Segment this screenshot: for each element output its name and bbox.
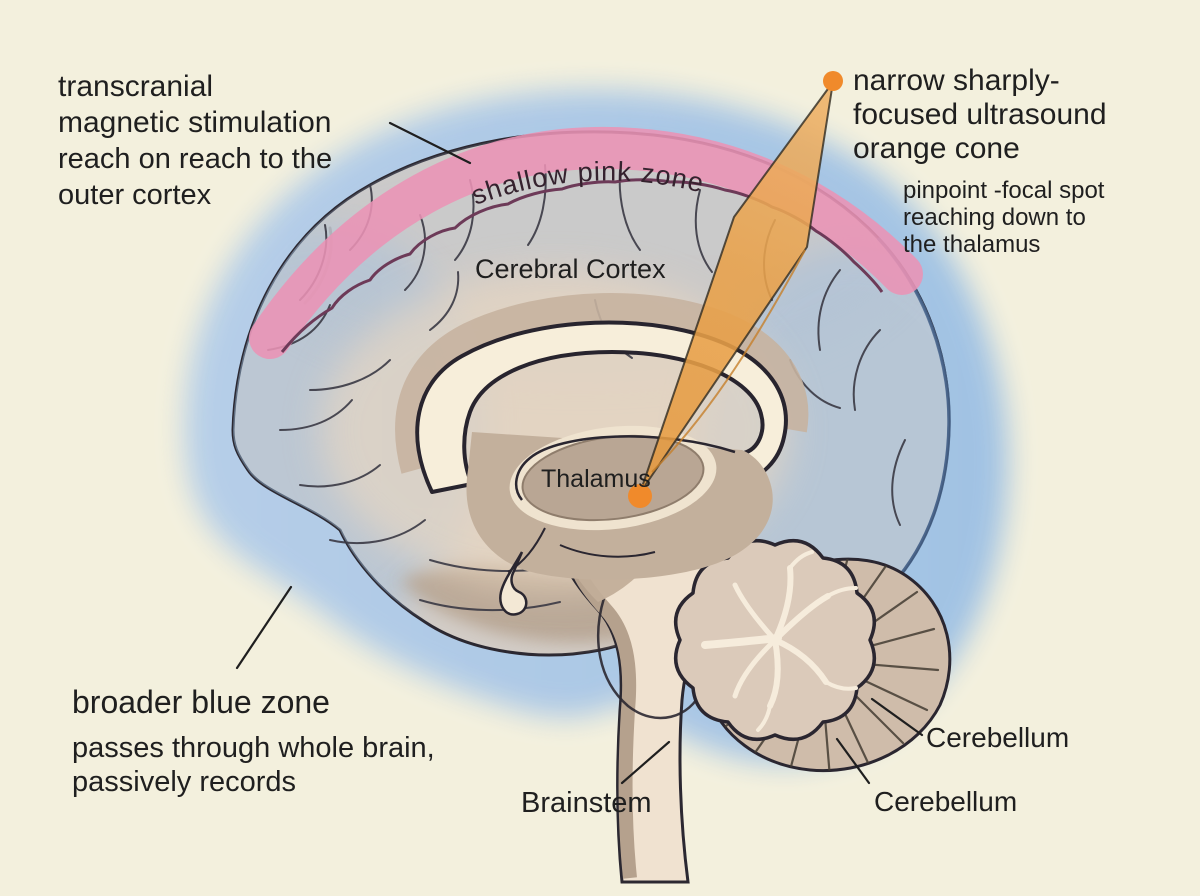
leader-line-brainstem [620,740,671,785]
cingulate-band [395,293,809,474]
pons-outline [596,597,704,720]
ultrasound-heading-1: narrow sharply- [853,64,1060,97]
ultrasound-cone [628,71,843,508]
ultrasound-sub-1: pinpoint -focal spot [903,177,1105,204]
blue-zone-annotation: broader blue zone passes through whole b… [72,684,435,798]
blue-zone-sub-1: passes through whole brain, [72,732,435,764]
tms-line-1: transcranial [58,70,213,103]
fornix-line [514,435,736,501]
leader-line-cerebellum-lower [835,737,871,785]
label-brainstem: Brainstem [521,787,652,819]
label-cerebellum-upper: Cerebellum [926,722,1069,753]
cortical-surface-line [280,178,884,353]
label-cerebral-cortex: Cerebral Cortex [475,254,666,284]
leader-lines [235,121,924,785]
pituitary-stalk [499,551,528,616]
tms-line-2: magnetic stimulation [58,106,331,139]
anatomy-labels: Cerebral Cortex Thalamus Brainstem Cereb… [475,254,1069,819]
focal-spot-dot [628,484,652,508]
tms-line-4: outer cortex [58,179,212,211]
blue-zone-sub-2: passively records [72,766,296,798]
leader-line-cerebellum-upper [870,697,924,737]
label-thalamus: Thalamus [541,465,651,493]
leader-line-blue-zone [235,585,293,670]
ultrasound-sub-2: reaching down to [903,204,1086,231]
ultrasound-sub-3: the thalamus [903,231,1040,258]
tms-line-3: reach on reach to the [58,143,332,175]
label-cerebellum-lower: Cerebellum [874,786,1017,817]
ultrasound-heading-3: orange cone [853,132,1020,165]
arbor-vitae-tree [701,550,858,732]
cerebellum-group [673,538,952,773]
ultrasound-heading-2: focused ultrasound [853,98,1107,131]
tms-annotation: transcranial magnetic stimulation reach … [58,70,332,211]
transducer-dot [823,71,843,91]
ultrasound-annotation: narrow sharply- focused ultrasound orang… [853,64,1107,258]
cone-crease-line [651,249,806,473]
leader-line-tms [388,121,472,165]
blue-zone-heading: broader blue zone [72,684,330,720]
